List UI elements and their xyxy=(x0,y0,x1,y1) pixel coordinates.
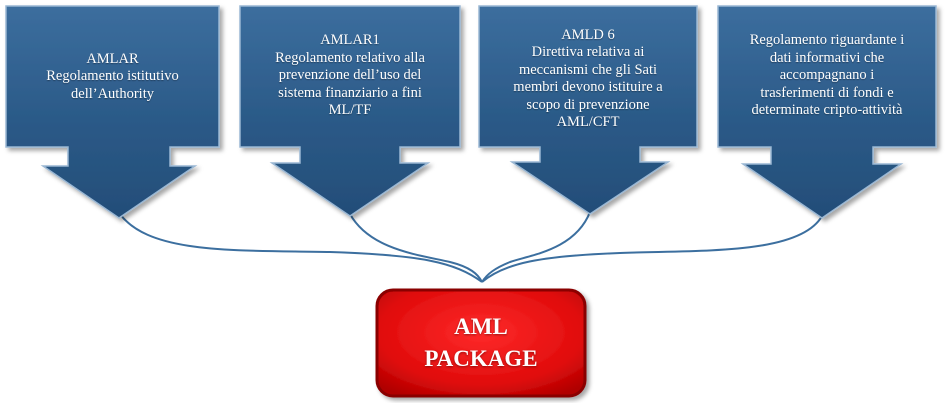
callout-line: Direttiva relativa ai xyxy=(531,44,645,60)
package-line: AML xyxy=(454,314,508,339)
connector-4 xyxy=(481,215,823,283)
callout-line: AMLAR1 xyxy=(320,32,380,49)
callout-line: dell’Authority xyxy=(71,85,154,102)
package-line: PACKAGE xyxy=(424,346,538,371)
callout-line: scopo di prevenzione xyxy=(526,96,650,113)
callout-line: Regolamento istitutivo xyxy=(46,68,179,85)
callout-line: membri devono istituire a xyxy=(513,79,663,95)
callout-line: Regolamento relativo alla xyxy=(275,49,425,66)
connectors xyxy=(119,211,823,283)
callout-regolamento xyxy=(717,5,937,219)
callout-amlar xyxy=(5,5,220,219)
callout-line: meccanismi che gli Sati xyxy=(518,61,658,78)
callout-regolamento-text: Regolamento riguardante i dati informati… xyxy=(720,8,934,144)
connector-3 xyxy=(481,211,591,283)
aml-package-box xyxy=(375,288,587,398)
callout-line: AMLD 6 xyxy=(561,26,615,43)
callout-line: determinate cripto-attività xyxy=(751,102,903,119)
connector-1 xyxy=(119,213,483,283)
callout-line: Regolamento riguardante i xyxy=(749,32,905,49)
callout-amld6 xyxy=(478,5,698,215)
callout-line: trasferimenti di fondi e xyxy=(760,84,894,101)
callout-amlar-text: AMLAR Regolamento istitutivo dell’Author… xyxy=(8,12,217,142)
callout-line: prevenzione dell’uso del xyxy=(278,67,422,84)
callout-amlar1 xyxy=(239,5,461,217)
callout-line: AMLAR xyxy=(86,50,139,67)
connector-2 xyxy=(349,213,483,283)
callout-line: accompagnano i xyxy=(779,67,875,84)
callout-amld6-text: AMLD 6 Direttiva relativa ai meccanismi … xyxy=(481,4,695,154)
callout-amlar1-text: AMLAR1 Regolamento relativo alla prevenz… xyxy=(242,10,458,142)
callout-line: ML/TF xyxy=(328,102,372,119)
callout-line: dati informativi che xyxy=(769,49,885,66)
callout-line: sistema finanziario a fini xyxy=(278,84,422,101)
aml-package-label: AML PACKAGE xyxy=(377,290,585,396)
callout-line: AML/CFT xyxy=(556,114,620,130)
